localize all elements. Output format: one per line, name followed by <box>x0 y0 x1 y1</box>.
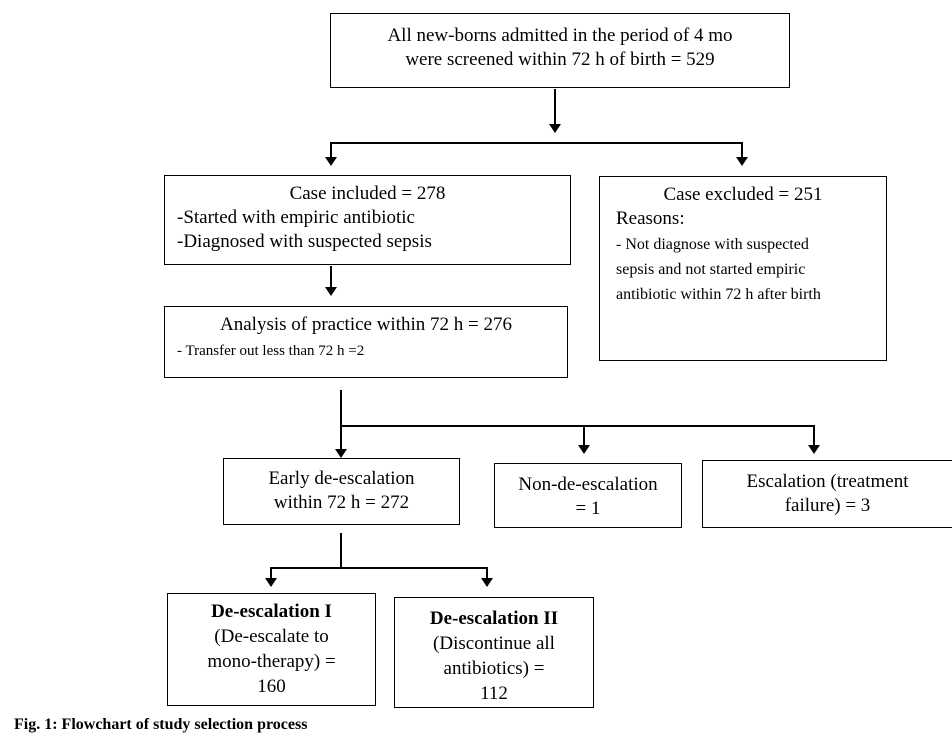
early-line-1: Early de-escalation <box>268 468 415 489</box>
split-escalation-drop <box>813 425 815 446</box>
split-right-drop <box>741 142 743 158</box>
escalation-line-2: failure) = 3 <box>784 495 871 516</box>
early-line-2: within 72 h = 272 <box>273 492 410 513</box>
escalation-line-1: Escalation (treatment <box>746 471 909 492</box>
deesc2-line-2: antibiotics) = <box>443 658 545 679</box>
arrow-to-escalation <box>808 445 820 454</box>
screened-box: All new-borns admitted in the period of … <box>330 13 790 88</box>
screened-line-1: All new-borns admitted in the period of … <box>387 25 733 46</box>
connector-top-vertical <box>554 89 556 124</box>
arrow-to-deesc1 <box>265 578 277 587</box>
non-line-2: = 1 <box>575 498 601 519</box>
analysis-title: Analysis of practice within 72 h = 276 <box>220 314 512 335</box>
non-line-1: Non-de-escalation <box>518 474 658 495</box>
split-non-drop <box>583 425 585 446</box>
split-horizontal-1 <box>330 142 742 144</box>
connector-analysis-vertical <box>340 390 342 450</box>
deesc1-line-1: (De-escalate to <box>214 626 329 647</box>
arrow-to-early <box>335 449 347 458</box>
included-item-2: -Diagnosed with suspected sepsis <box>177 231 432 252</box>
analysis-box: Analysis of practice within 72 h = 276 -… <box>164 306 568 378</box>
deescalation-2-box: De-escalation II (Discontinue all antibi… <box>394 597 594 708</box>
arrow-to-non <box>578 445 590 454</box>
connector-included-analysis <box>330 266 332 288</box>
excluded-reason-2: sepsis and not started empiric <box>616 261 806 278</box>
early-deescalation-box: Early de-escalation within 72 h = 272 <box>223 458 460 525</box>
split-horizontal-2 <box>340 425 815 427</box>
included-box: Case included = 278 -Started with empiri… <box>164 175 571 265</box>
escalation-box: Escalation (treatment failure) = 3 <box>702 460 952 528</box>
split-deesc1-drop <box>270 567 272 579</box>
non-deescalation-box: Non-de-escalation = 1 <box>494 463 682 528</box>
analysis-note: - Transfer out less than 72 h =2 <box>177 343 365 359</box>
excluded-reasons-label: Reasons: <box>616 208 685 229</box>
deesc2-line-1: (Discontinue all <box>433 633 555 654</box>
arrow-to-excluded <box>736 157 748 166</box>
deesc2-line-3: 112 <box>480 683 508 704</box>
arrow-to-included <box>325 157 337 166</box>
deescalation-1-box: De-escalation I (De-escalate to mono-the… <box>167 593 376 706</box>
deesc1-line-2: mono-therapy) = <box>207 651 336 672</box>
split-left-drop <box>330 142 332 158</box>
screened-line-2: were screened within 72 h of birth = 529 <box>405 49 715 70</box>
excluded-reason-1: - Not diagnose with suspected <box>616 236 809 253</box>
included-title: Case included = 278 <box>289 183 446 204</box>
arrow-top-down <box>549 124 561 133</box>
connector-early-vertical <box>340 533 342 567</box>
excluded-reason-3: antibiotic within 72 h after birth <box>616 286 821 303</box>
excluded-title: Case excluded = 251 <box>663 184 823 205</box>
deesc2-title: De-escalation II <box>429 608 559 629</box>
included-item-1: -Started with empiric antibiotic <box>177 207 415 228</box>
deesc1-title: De-escalation I <box>211 601 332 622</box>
arrow-to-deesc2 <box>481 578 493 587</box>
split-horizontal-3 <box>270 567 488 569</box>
deesc1-line-3: 160 <box>257 676 286 697</box>
arrow-to-analysis <box>325 287 337 296</box>
split-deesc2-drop <box>486 567 488 579</box>
figure-caption: Fig. 1: Flowchart of study selection pro… <box>14 716 308 733</box>
excluded-box: Case excluded = 251 Reasons: - Not diagn… <box>599 176 887 361</box>
